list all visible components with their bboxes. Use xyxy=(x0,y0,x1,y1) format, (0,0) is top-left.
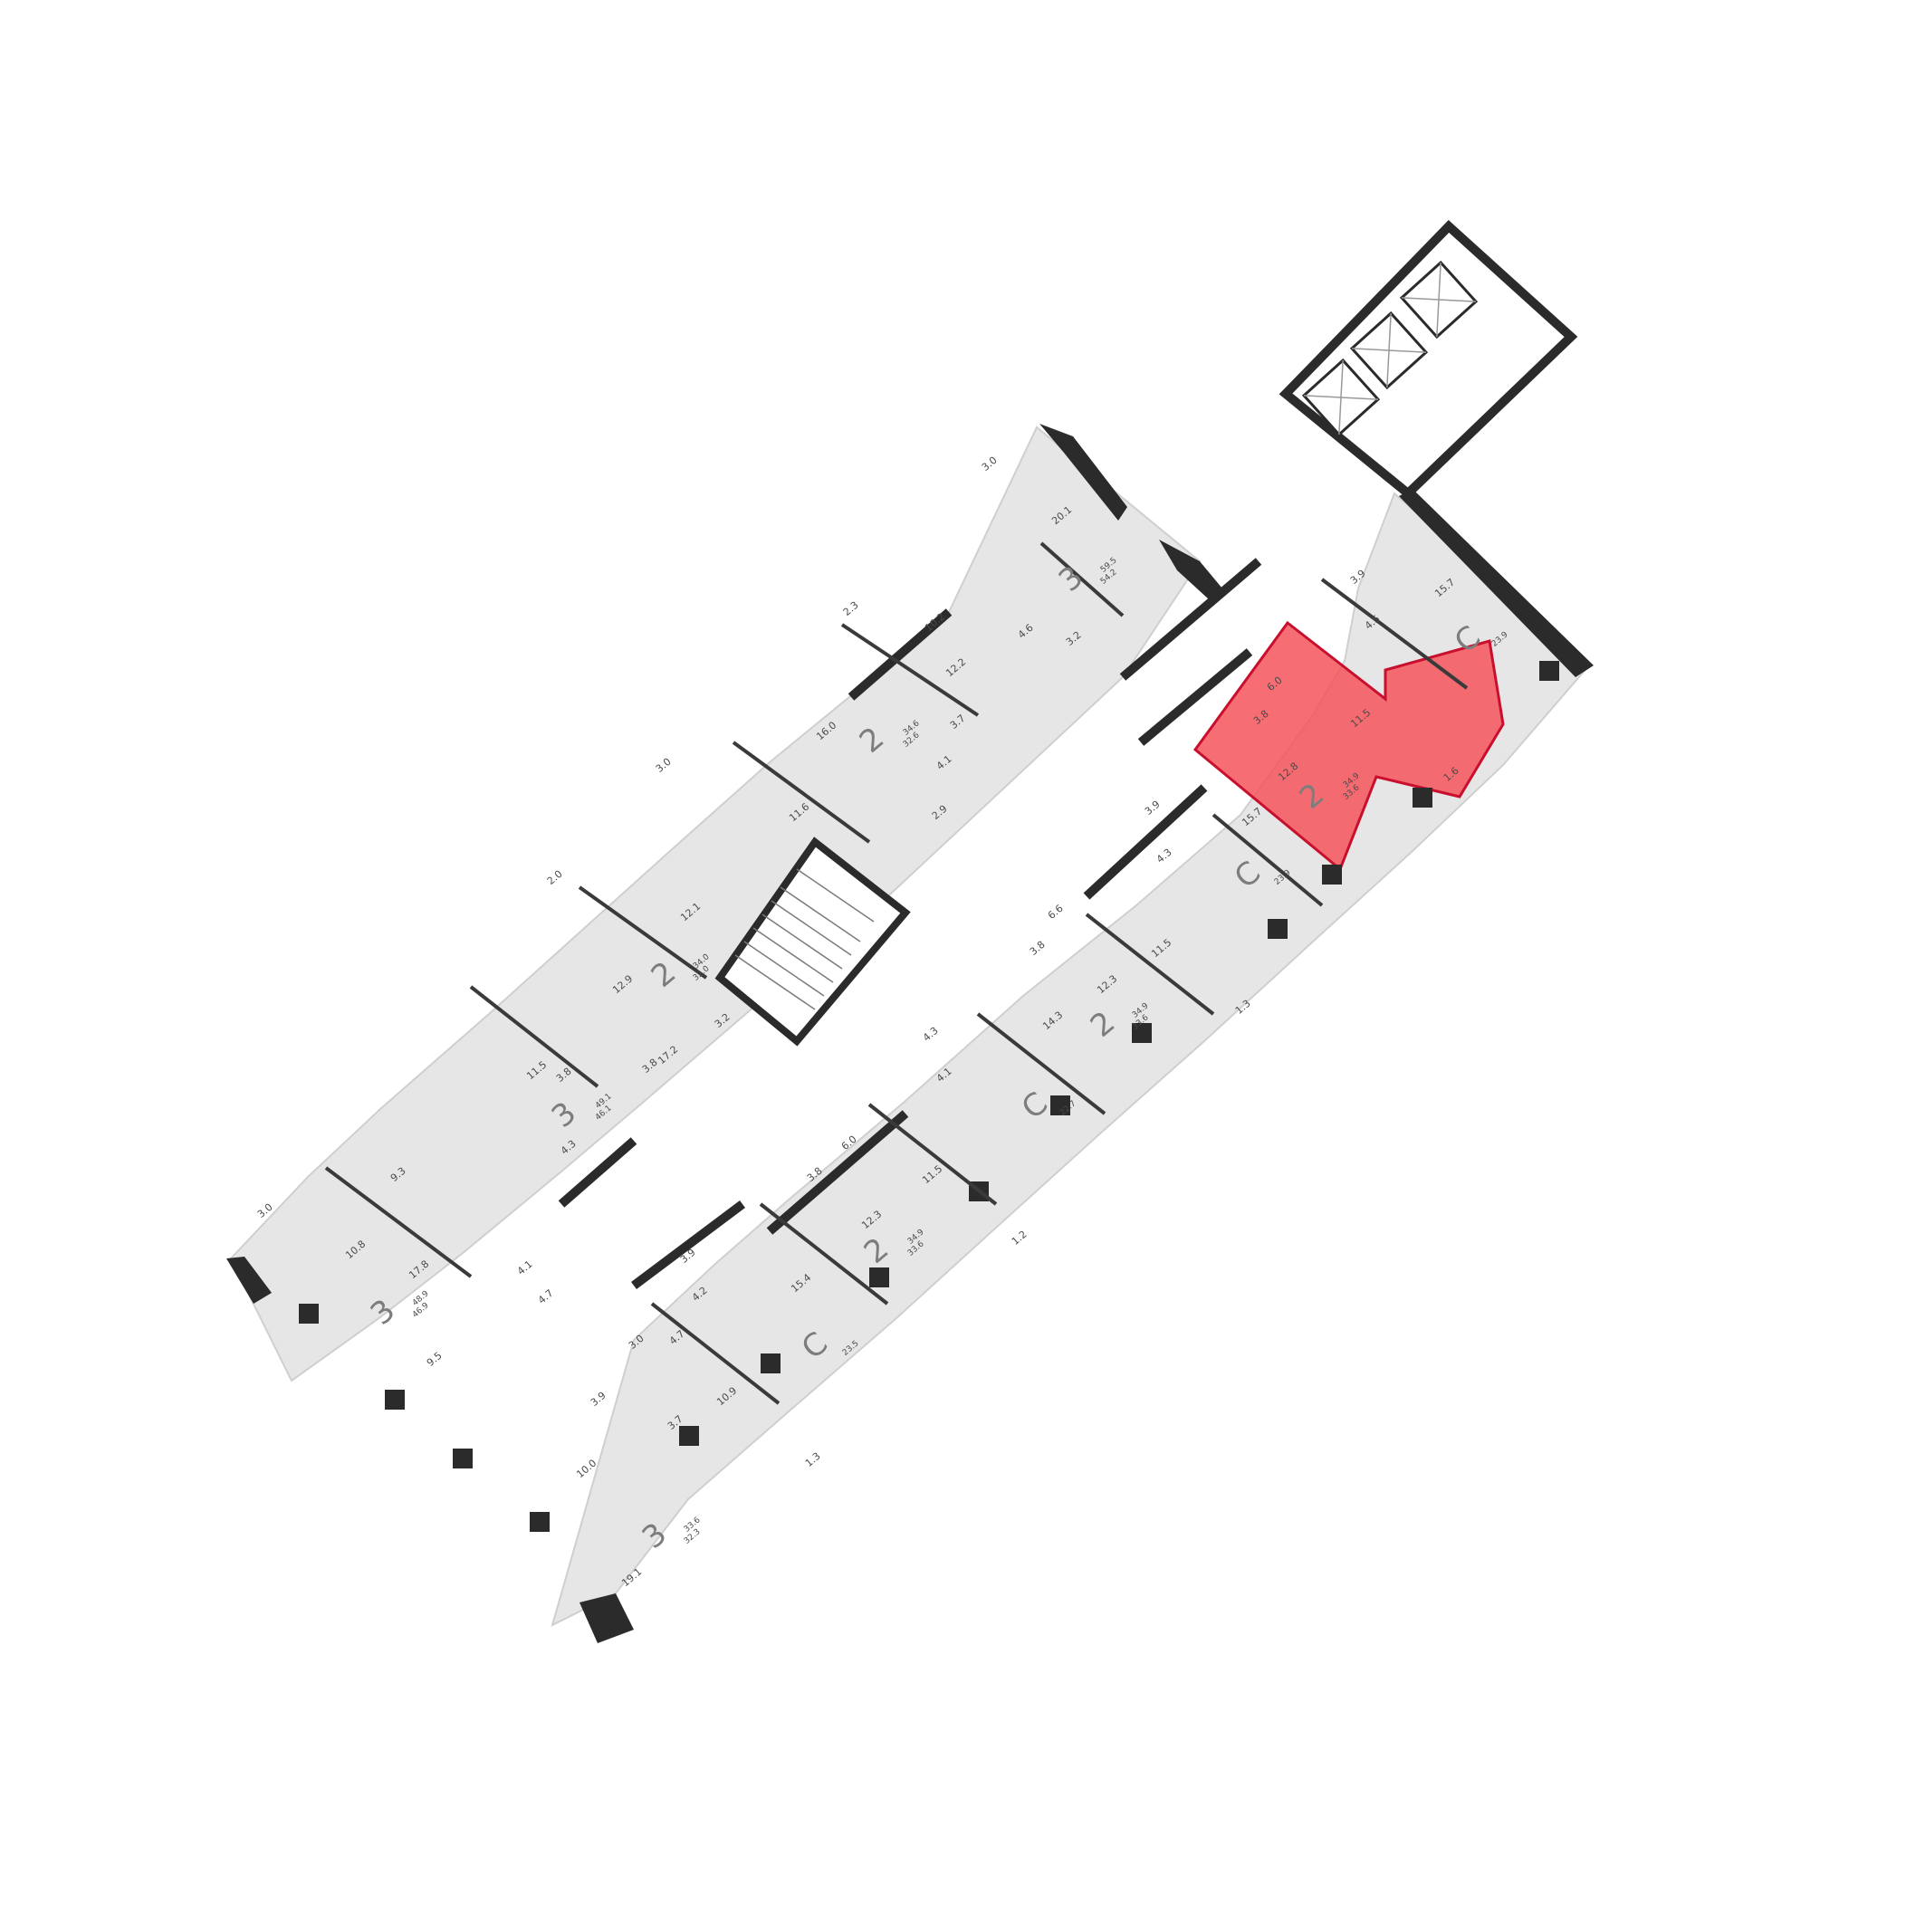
room-area-label: 4.3 xyxy=(921,1025,941,1044)
exterior-walls xyxy=(226,424,1594,1643)
elevator-icon xyxy=(1349,311,1429,390)
room-area-label: 2.0 xyxy=(545,868,565,887)
elevator-icon xyxy=(1301,358,1381,437)
building-slab xyxy=(229,220,1591,1627)
room-area-label: 9.5 xyxy=(425,1350,445,1369)
room-area-label: 4.1 xyxy=(515,1258,535,1277)
room-area-label: 1.2 xyxy=(1010,1229,1030,1248)
left-wing-slab xyxy=(229,426,1202,1382)
highlighted-apartment[interactable] xyxy=(1192,620,1505,872)
room-area-label: 4.7 xyxy=(536,1287,556,1306)
room-area-label: 3.9 xyxy=(589,1390,608,1409)
elevator-icon xyxy=(1399,260,1479,340)
corridor-walls xyxy=(558,558,1262,1289)
room-area-label: 3.8 xyxy=(1028,939,1048,958)
staircase-icon xyxy=(734,868,875,1010)
elevator-tower-slab xyxy=(1279,220,1578,500)
unit-partitions xyxy=(324,541,1469,1405)
room-area-label: 2.3 xyxy=(841,599,861,618)
room-area-label: 3.0 xyxy=(654,756,674,775)
room-area-label: 1.3 xyxy=(803,1450,823,1469)
stair-core-slab xyxy=(714,837,911,1047)
room-area-label: 3.0 xyxy=(980,454,1000,473)
room-area-label: 4.3 xyxy=(1154,846,1174,866)
elevator-shafts xyxy=(1301,260,1479,437)
room-area-label: 6.6 xyxy=(1046,903,1066,922)
room-area-label: 3.9 xyxy=(1143,799,1163,818)
